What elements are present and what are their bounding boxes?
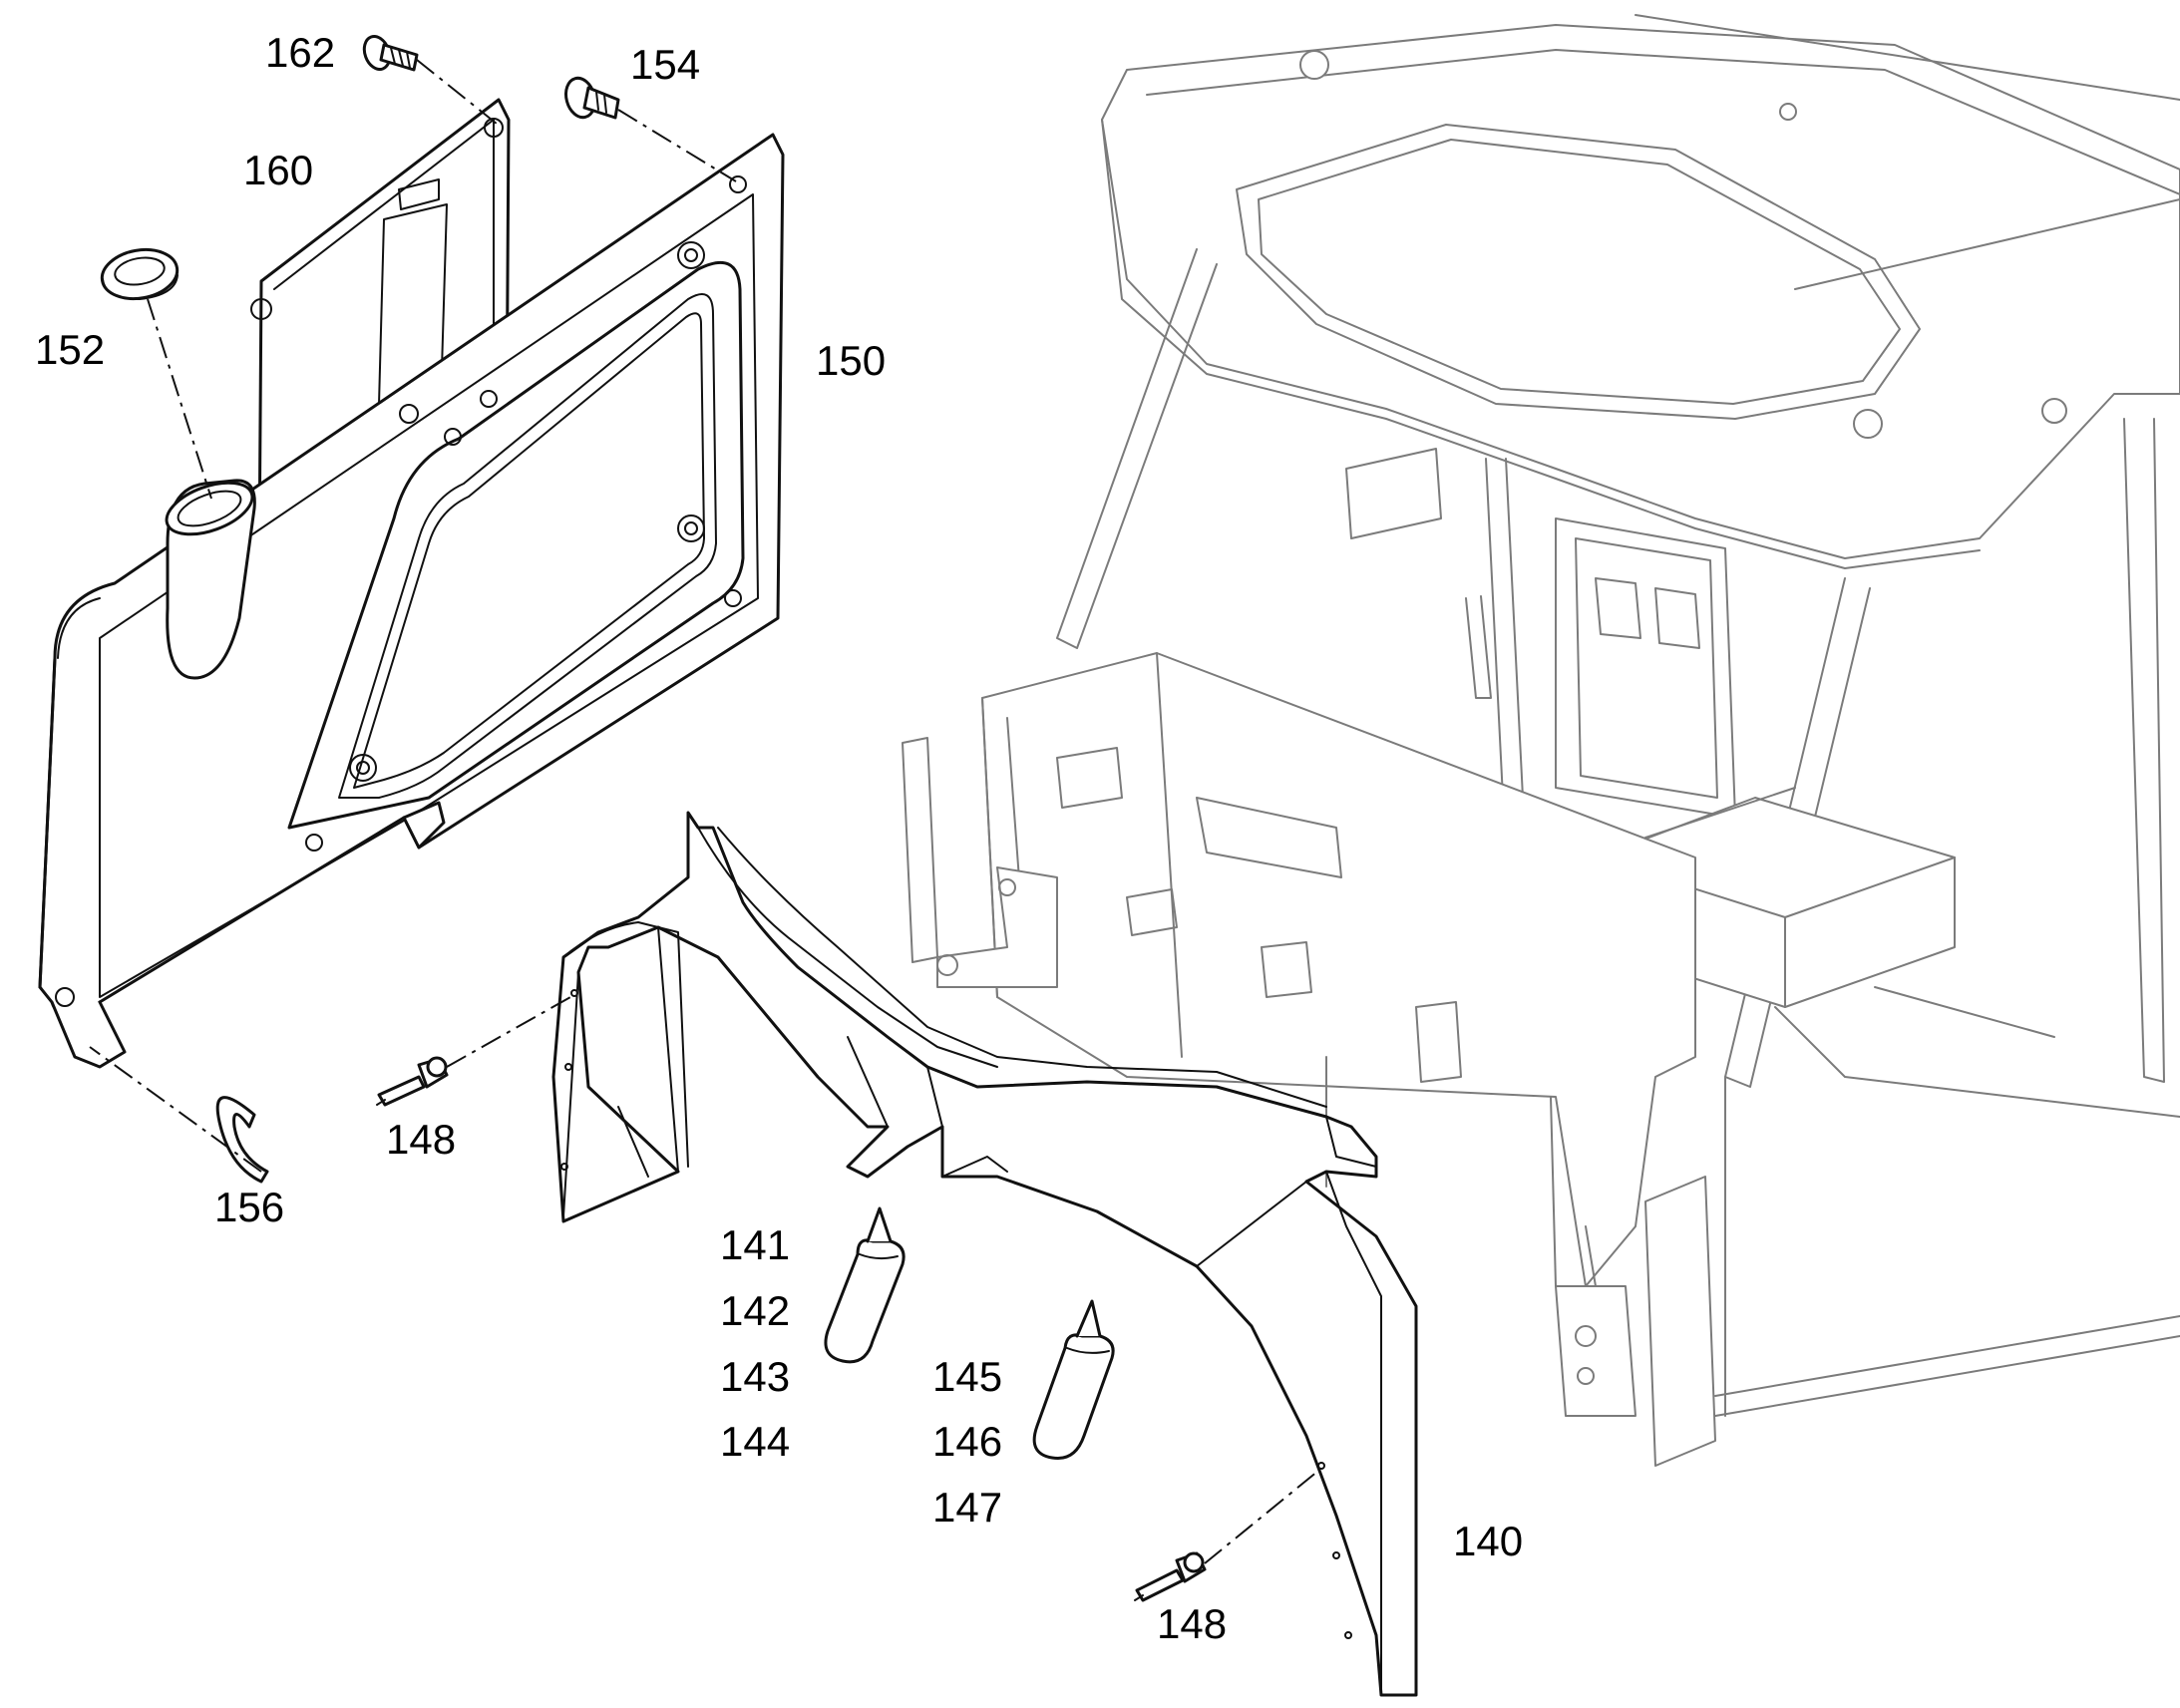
label-140: 140 — [1453, 1518, 1523, 1564]
roof-bolt-icon — [1779, 103, 1797, 121]
roof-bolt-icon — [1853, 409, 1883, 439]
rivet-148-lower — [1134, 1551, 1207, 1602]
label-150: 150 — [816, 337, 886, 384]
label-145: 145 — [932, 1353, 1002, 1400]
label-142: 142 — [720, 1287, 790, 1334]
screw-154 — [564, 76, 620, 120]
part-labels: 162 154 160 152 150 148 156 141 142 143 … — [35, 29, 1523, 1647]
label-147: 147 — [932, 1484, 1002, 1531]
label-154: 154 — [630, 41, 700, 88]
sealant-tube-145 — [1032, 1299, 1115, 1461]
cab-assembly — [902, 14, 2180, 1467]
sealant-tube-141 — [824, 1206, 906, 1364]
label-146: 146 — [932, 1418, 1002, 1465]
grommet-152 — [100, 247, 180, 301]
label-144: 144 — [720, 1418, 790, 1465]
label-162: 162 — [265, 29, 335, 76]
label-143: 143 — [720, 1353, 790, 1400]
label-148-lower: 148 — [1157, 1600, 1227, 1647]
label-152: 152 — [35, 326, 105, 373]
panel-frame-150 — [38, 98, 785, 1069]
trim-140 — [551, 811, 1418, 1697]
screw-162 — [362, 35, 419, 72]
assembly-centerlines — [89, 59, 1319, 1564]
roof-bolt-icon — [2041, 398, 2067, 424]
clip-156 — [215, 1096, 269, 1184]
label-141: 141 — [720, 1221, 790, 1268]
label-148-upper: 148 — [386, 1116, 456, 1163]
label-156: 156 — [214, 1184, 284, 1230]
rivet-148-upper — [376, 1056, 449, 1107]
label-160: 160 — [243, 147, 313, 193]
roof-bolt-icon — [1299, 50, 1329, 80]
